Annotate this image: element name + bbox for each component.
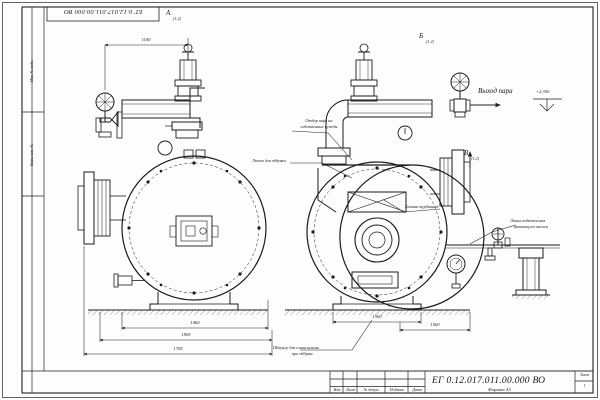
sheet-number: 1 xyxy=(583,383,586,388)
dim-bottom-1-value: 1460 xyxy=(190,320,200,325)
top-pipe-left xyxy=(95,43,205,139)
dimension-lines xyxy=(83,38,471,356)
format-label: Формат А3 xyxy=(488,387,511,392)
support-saddle-left xyxy=(149,292,239,311)
view-arrow-b-label: В xyxy=(464,149,469,157)
title-col-data: Дата xyxy=(412,386,422,392)
blow-hatch-label: Лючок для обдувки xyxy=(252,158,286,163)
title-block xyxy=(329,370,594,394)
view-a-label: А xyxy=(166,9,171,17)
support-saddle-right xyxy=(332,296,422,311)
flange-bolts-left xyxy=(127,161,261,295)
dim-foot-right-value: 1060 xyxy=(430,322,440,327)
elevation-mark-label: +2,350 xyxy=(536,89,550,94)
right-view-assembly xyxy=(285,43,560,315)
title-col-izm: Изм xyxy=(333,386,341,392)
steam-outlet-label: Выход пара xyxy=(478,87,513,95)
top-pipe-right xyxy=(317,43,471,165)
sludge-drain-label-line2: при обдувке xyxy=(292,351,313,356)
top-designation-text: ЕГ 0.12.017.011.00.000 ВО xyxy=(63,8,143,16)
pump-connection-label-line2: питающего насоса xyxy=(514,224,549,229)
dim-bottom-3-value: 1705 xyxy=(173,346,183,351)
leader-lines xyxy=(290,98,562,351)
right-side-header xyxy=(430,149,471,215)
title-col-list: Лист xyxy=(345,386,356,392)
view-arrow-b-scale: (1:2) xyxy=(471,156,479,161)
left-side-header xyxy=(77,171,126,245)
sheet-label: Лист xyxy=(579,372,590,377)
ground-line-left xyxy=(88,309,268,315)
dim-bottom-2-value: 1905 xyxy=(181,332,191,337)
dim-foot-left-value: 1500 xyxy=(372,314,382,319)
sludge-drain-label-line1: Штуцер для слива шлама xyxy=(273,345,319,350)
title-block-designation: ЕГ 0.12.017.011.00.000 ВО xyxy=(432,376,546,386)
steam-extraction-label-line1: Отбор пара на xyxy=(305,118,333,123)
frame-field-vzam-inv: Взам. инв. № xyxy=(29,143,34,167)
safety-valve-label: Клапан турбiнный xyxy=(405,204,439,209)
pressure-gauge xyxy=(446,254,466,289)
frame-field-inv-podl: Инв. № подл. xyxy=(29,59,34,83)
top-designation-box xyxy=(46,6,160,22)
flange-bolts-right xyxy=(311,166,443,298)
view-a-scale: (1:2) xyxy=(173,16,181,21)
steam-extraction-label-line2: собственные нужды xyxy=(300,124,338,129)
dim-top-left-value: 1100 xyxy=(141,37,151,42)
left-view-assembly xyxy=(77,43,268,315)
view-b-scale: (1:2) xyxy=(426,39,434,44)
title-col-podpis: Подпись xyxy=(389,386,405,392)
pump-connection-label-line1: Линия подключения xyxy=(510,218,546,223)
blowdown-nozzle-left xyxy=(113,273,144,288)
title-col-dokum: № докум. xyxy=(363,386,380,392)
feed-pump-unit xyxy=(446,227,560,299)
view-b-label: Б xyxy=(419,32,424,40)
